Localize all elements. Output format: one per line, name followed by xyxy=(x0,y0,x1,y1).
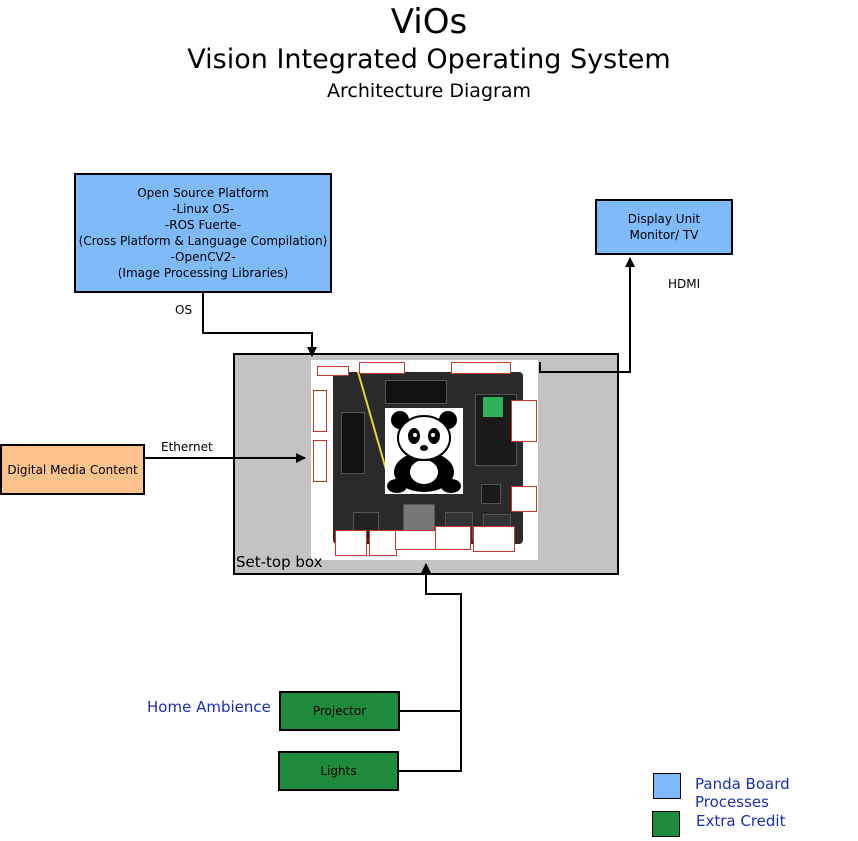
ethernet-edge-label: Ethernet xyxy=(161,440,213,454)
os-line-5: -OpenCV2- xyxy=(170,250,236,264)
hdmi-edge-label: HDMI xyxy=(668,277,701,291)
diagram-subtitle: Vision Integrated Operating System xyxy=(187,44,671,75)
home-ambience-label: Home Ambience xyxy=(147,698,271,716)
display-unit-box: Display Unit Monitor/ TV xyxy=(595,199,733,255)
os-connector xyxy=(202,293,317,357)
legend-label-extra-credit: Extra Credit xyxy=(696,812,786,830)
legend-swatch-green xyxy=(652,811,680,837)
ambience-connector xyxy=(421,563,462,772)
open-source-platform-box: Open Source Platform -Linux OS- -ROS Fue… xyxy=(74,173,332,293)
lights-box: Lights xyxy=(278,751,399,791)
os-line-6: (Image Processing Libraries) xyxy=(117,266,289,280)
digital-media-content-box: Digital Media Content xyxy=(0,444,145,495)
lights-label: Lights xyxy=(320,764,357,778)
os-line-4: (Cross Platform & Language Compilation) xyxy=(78,234,328,248)
diagram-caption: Architecture Diagram xyxy=(327,80,531,102)
legend-swatch-blue xyxy=(653,773,681,799)
os-line-3: -ROS Fuerte- xyxy=(164,218,242,232)
os-line-2: -Linux OS- xyxy=(172,202,234,216)
diagram-title: ViOs xyxy=(390,2,468,42)
display-line-1: Display Unit xyxy=(627,212,701,226)
set-top-box-label: Set-top box xyxy=(236,553,323,571)
digital-media-label: Digital Media Content xyxy=(7,462,138,477)
hdmi-connector xyxy=(539,257,635,373)
os-edge-label: OS xyxy=(175,303,193,317)
projector-label: Projector xyxy=(312,704,367,718)
os-line-1: Open Source Platform xyxy=(137,186,269,200)
display-line-2: Monitor/ TV xyxy=(629,228,699,242)
projector-box: Projector xyxy=(279,691,400,731)
panda-logo-icon xyxy=(385,408,463,494)
legend-label-panda-board: Panda Board Processes xyxy=(695,775,790,811)
panda-board-image xyxy=(311,360,538,560)
